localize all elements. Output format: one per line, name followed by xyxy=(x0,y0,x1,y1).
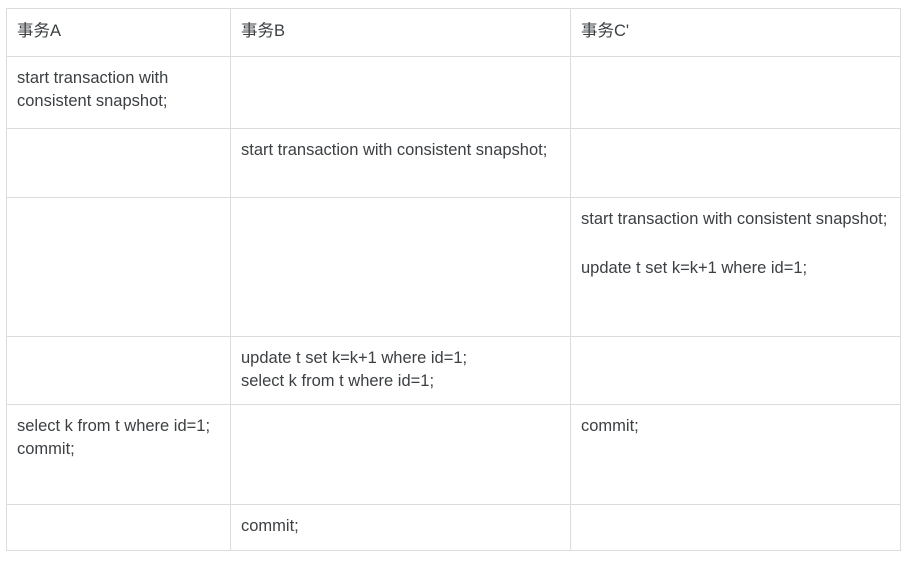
cell-c xyxy=(570,503,901,551)
cell-c: commit; xyxy=(570,403,901,505)
cell-a: start transaction with consistent snapsh… xyxy=(6,56,231,129)
cell-c: start transaction with consistent snapsh… xyxy=(570,197,901,337)
table-row: update t set k=k+1 where id=1;select k f… xyxy=(6,336,901,405)
cell-a xyxy=(6,128,231,198)
cell-paragraph: start transaction with consistent snapsh… xyxy=(241,141,548,159)
table-row: commit; xyxy=(6,503,901,551)
column-header-transaction-a: 事务A xyxy=(6,8,231,57)
table-body: start transaction with consistent snapsh… xyxy=(6,56,901,551)
cell-b xyxy=(230,197,571,337)
cell-b: start transaction with consistent snapsh… xyxy=(230,128,571,198)
column-header-transaction-b: 事务B xyxy=(230,8,571,57)
cell-paragraph: commit; xyxy=(241,516,299,535)
cell-c xyxy=(570,336,901,405)
cell-paragraph: update t set k=k+1 where id=1; xyxy=(581,259,808,278)
cell-b: update t set k=k+1 where id=1;select k f… xyxy=(230,336,571,405)
cell-a xyxy=(6,503,231,551)
cell-paragraph: start transaction with consistent snapsh… xyxy=(581,210,888,228)
cell-a: select k from t where id=1;commit; xyxy=(6,403,231,505)
cell-b xyxy=(230,403,571,505)
cell-paragraph: commit; xyxy=(581,416,639,435)
cell-b xyxy=(230,56,571,129)
cell-paragraph: update t set k=k+1 where id=1;select k f… xyxy=(241,349,468,391)
table-row: start transaction with consistent snapsh… xyxy=(6,197,901,337)
table-row: start transaction with consistent snapsh… xyxy=(6,128,901,198)
cell-paragraph: start transaction with consistent snapsh… xyxy=(17,69,169,111)
cell-a xyxy=(6,197,231,337)
cell-b: commit; xyxy=(230,503,571,551)
table-header: 事务A 事务B 事务C' xyxy=(6,8,901,57)
cell-a xyxy=(6,336,231,405)
table-header-row: 事务A 事务B 事务C' xyxy=(6,8,901,57)
table-row: start transaction with consistent snapsh… xyxy=(6,56,901,129)
column-header-transaction-c: 事务C' xyxy=(570,8,901,57)
cell-c xyxy=(570,128,901,198)
transaction-sequence-table: 事务A 事务B 事务C' start transaction with cons… xyxy=(6,8,901,551)
table-row: select k from t where id=1;commit; commi… xyxy=(6,403,901,505)
cell-paragraph: select k from t where id=1;commit; xyxy=(17,416,211,459)
cell-c xyxy=(570,56,901,129)
